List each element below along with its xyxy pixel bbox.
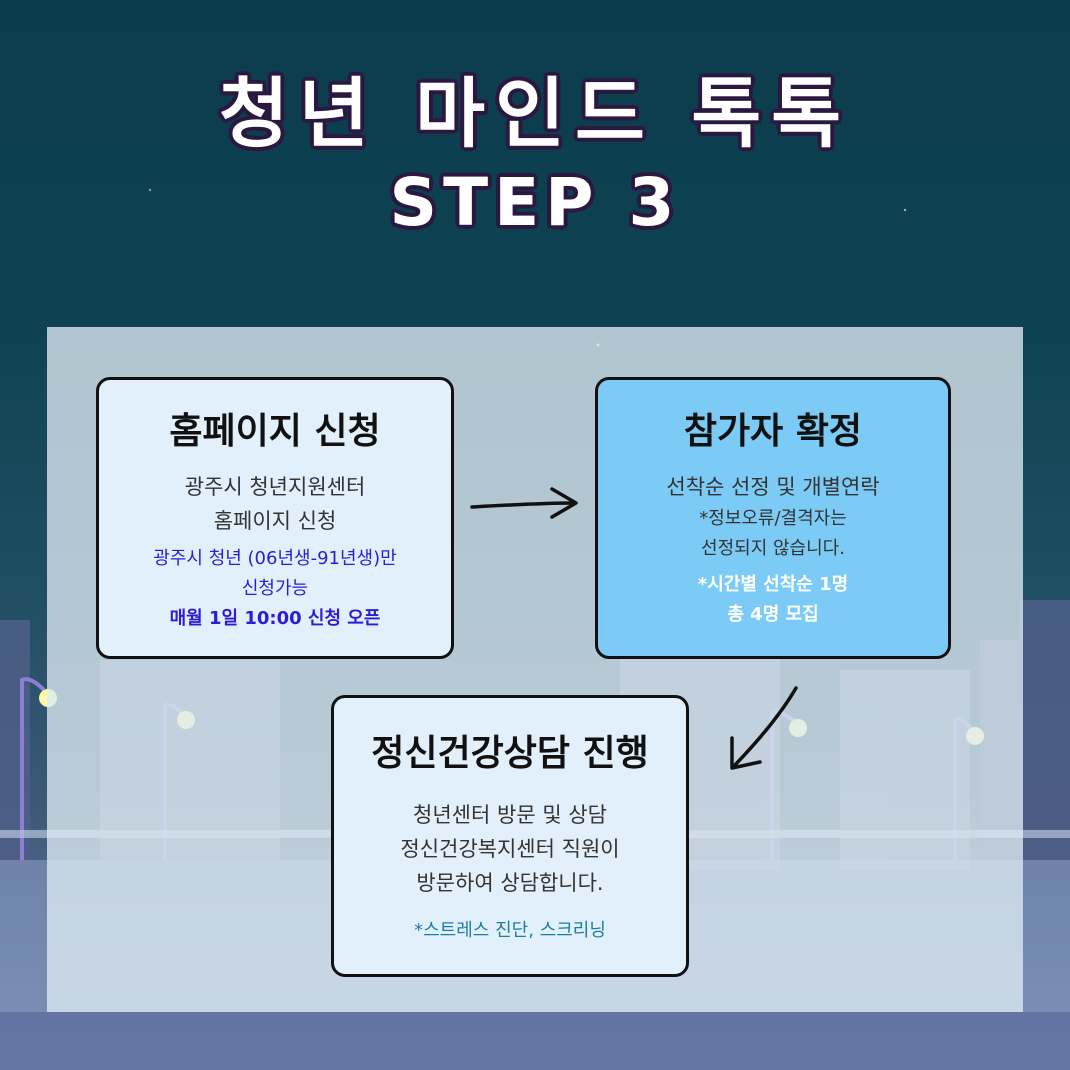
step2-note-1: *정보오류/결격자는 (699, 508, 847, 529)
step3-note: *스트레스 진단, 스크리닝 (414, 920, 606, 941)
step1-line-1: 광주시 청년지원센터 (184, 475, 366, 499)
step2-title: 참가자 확정 (683, 411, 863, 452)
step1-note-1: 광주시 청년 (06년생-91년생)만 (153, 548, 397, 569)
step-card-apply: 홈페이지 신청 광주시 청년지원센터 홈페이지 신청 광주시 청년 (06년생-… (96, 377, 454, 659)
step2-line: 선착순 선정 및 개별연락 (666, 475, 880, 499)
step3-title: 정신건강상담 진행 (371, 733, 649, 774)
title-block: 청년 마인드 톡톡 STEP 3 (0, 70, 1070, 241)
step-card-counseling: 정신건강상담 진행 청년센터 방문 및 상담 정신건강복지센터 직원이 방문하여… (331, 695, 689, 977)
step1-line-2: 홈페이지 신청 (213, 509, 337, 533)
step3-line-1: 청년센터 방문 및 상담 (413, 803, 607, 827)
step1-highlight: 매월 1일 10:00 신청 오픈 (169, 608, 381, 629)
step3-line-2: 정신건강복지센터 직원이 (400, 837, 620, 861)
main-title: 청년 마인드 톡톡 (218, 69, 852, 158)
step1-title: 홈페이지 신청 (169, 411, 381, 452)
step3-line-3: 방문하여 상담합니다. (416, 871, 604, 895)
step2-highlight-1: *시간별 선착순 1명 (697, 574, 849, 595)
arrow-right-icon (470, 487, 578, 519)
step2-highlight-2: 총 4명 모집 (727, 604, 819, 625)
step1-note-2: 신청가능 (241, 578, 309, 599)
step2-note-2: 선정되지 않습니다. (701, 538, 845, 559)
step-title: STEP 3 (389, 164, 681, 242)
arrow-down-left-icon (730, 686, 798, 770)
step-card-confirm: 참가자 확정 선착순 선정 및 개별연락 *정보오류/결격자는 선정되지 않습니… (595, 377, 951, 659)
